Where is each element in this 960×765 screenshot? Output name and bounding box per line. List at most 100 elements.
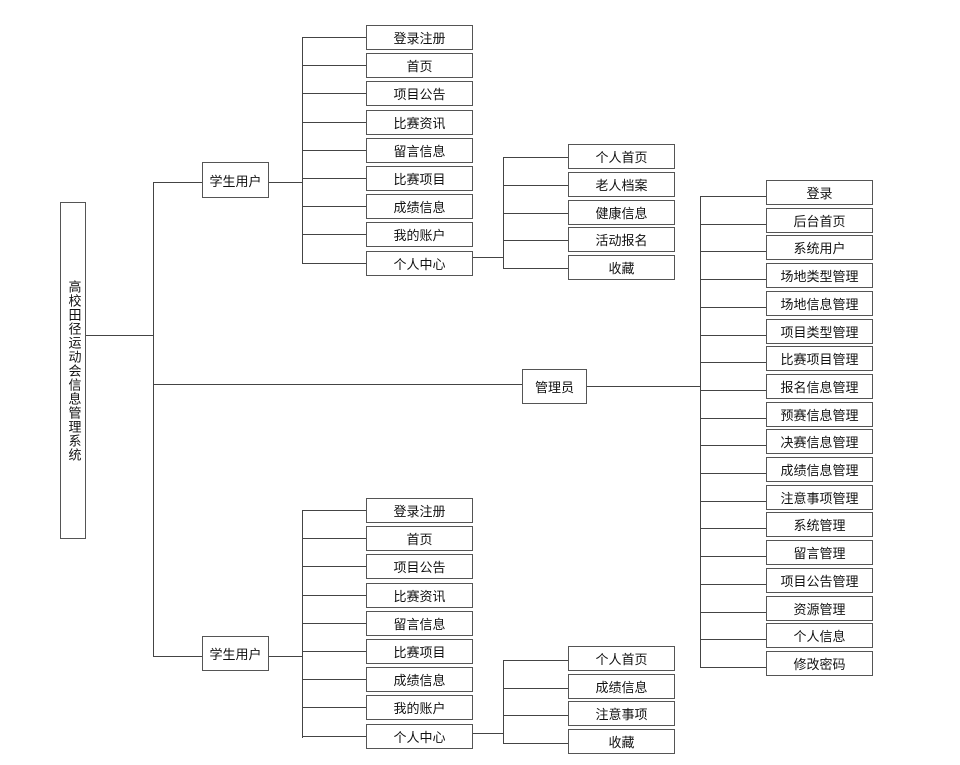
student-module-label: 留言信息 [393,144,446,160]
connector-line [153,656,202,657]
admin-module-label: 个人信息 [793,630,846,646]
personal-center-module-label: 健康信息 [595,206,648,222]
connector-line [302,178,366,179]
personal-center-module-label: 收藏 [608,262,635,278]
admin-module-box: 报名信息管理 [766,373,873,399]
student-module-box: 个人中心 [366,250,473,276]
connector-line [473,257,503,258]
connector-line [503,660,504,743]
connector-line [700,334,766,336]
student-module-label: 留言信息 [393,617,446,633]
connector-line [302,121,366,123]
admin-module-label: 后台首页 [793,214,846,230]
admin-module-label: 项目公告管理 [780,574,859,590]
connector-line [700,583,766,585]
connector-line [153,182,202,183]
connector-line [700,279,766,281]
connector-line [503,660,568,661]
personal-center-module-box: 成绩信息 [568,673,675,699]
personal-center-module-box: 个人首页 [568,144,675,169]
student-module-label: 我的账户 [393,702,446,718]
connector-line [302,234,366,236]
connector-line [302,735,366,737]
admin-node: 管理员 [522,369,587,404]
student-module-box: 比赛资讯 [366,582,473,608]
connector-line [302,510,303,738]
admin-module-box: 项目类型管理 [766,318,873,344]
student-module-label: 首页 [406,533,433,549]
admin-module-box: 场地类型管理 [766,263,873,289]
connector-line [302,622,366,624]
admin-module-label: 项目类型管理 [780,325,859,341]
student-module-box: 成绩信息 [366,194,473,220]
personal-center-module-label: 个人首页 [595,151,648,166]
personal-center-module-box: 个人首页 [568,646,675,671]
student-module-label: 成绩信息 [393,201,446,217]
student-module-box: 我的账户 [366,222,473,248]
connector-line [700,417,766,419]
student-module-box: 项目公告 [366,554,473,580]
admin-module-box: 系统用户 [766,235,873,261]
admin-module-box: 比赛项目管理 [766,346,873,372]
connector-line [503,687,568,689]
connector-line [700,362,766,364]
admin-module-label: 注意事项管理 [780,491,859,507]
connector-line [503,157,504,268]
student-module-box: 比赛项目 [366,166,473,191]
personal-center-module-label: 个人首页 [595,653,648,668]
connector-line [302,149,366,151]
connector-line [700,611,766,613]
personal-center-module-box: 老人档案 [568,171,675,197]
admin-module-label: 预赛信息管理 [780,408,859,424]
connector-line [302,206,366,208]
admin-module-label: 场地信息管理 [780,297,859,313]
personal-center-module-box: 收藏 [568,255,675,281]
student-module-box: 比赛资讯 [366,109,473,135]
personal-center-module-label: 老人档案 [595,178,648,194]
student-module-label: 比赛项目 [393,173,446,188]
connector-line [700,556,766,558]
connector-line [302,262,366,264]
student-module-box: 首页 [366,53,473,79]
connector-line [503,157,568,158]
connector-line [153,384,522,385]
connector-line [700,251,766,253]
student-module-label: 个人中心 [393,257,446,273]
personal-center-module-box: 注意事项 [568,701,675,727]
personal-center-module-label: 注意事项 [595,708,648,724]
admin-module-box: 系统管理 [766,512,873,538]
student-module-label: 首页 [406,60,433,76]
student-module-label: 比赛资讯 [393,589,446,605]
student-module-box: 登录注册 [366,25,473,50]
connector-line [302,65,366,67]
student-module-box: 成绩信息 [366,667,473,693]
admin-module-box: 资源管理 [766,595,873,621]
root-node-box: 高校田径运动会信息管理系统 [60,202,86,539]
connector-line [302,510,366,511]
student-user-label: 学生用户 [209,174,262,190]
student-module-box: 个人中心 [366,723,473,749]
student-module-box: 项目公告 [366,81,473,107]
connector-line [503,240,568,242]
student-module-label: 比赛资讯 [393,116,446,132]
admin-module-box: 成绩信息管理 [766,457,873,482]
connector-line [503,184,568,186]
admin-module-box: 留言管理 [766,540,873,566]
student-user-node-top: 学生用户 [202,162,269,198]
admin-module-box: 注意事项管理 [766,484,873,510]
admin-label: 管理员 [534,381,574,396]
connector-line [302,707,366,709]
connector-line [269,656,302,657]
connector-line [503,743,568,745]
admin-module-box: 项目公告管理 [766,567,873,593]
connector-line [302,679,366,681]
connector-line [700,500,766,502]
admin-module-label: 报名信息管理 [780,380,859,396]
connector-line [503,715,568,717]
connector-line [700,639,766,641]
connector-line [473,733,503,734]
connector-line [700,196,766,197]
connector-line [302,566,366,568]
student-module-label: 项目公告 [393,88,446,104]
student-module-box: 留言信息 [366,137,473,163]
